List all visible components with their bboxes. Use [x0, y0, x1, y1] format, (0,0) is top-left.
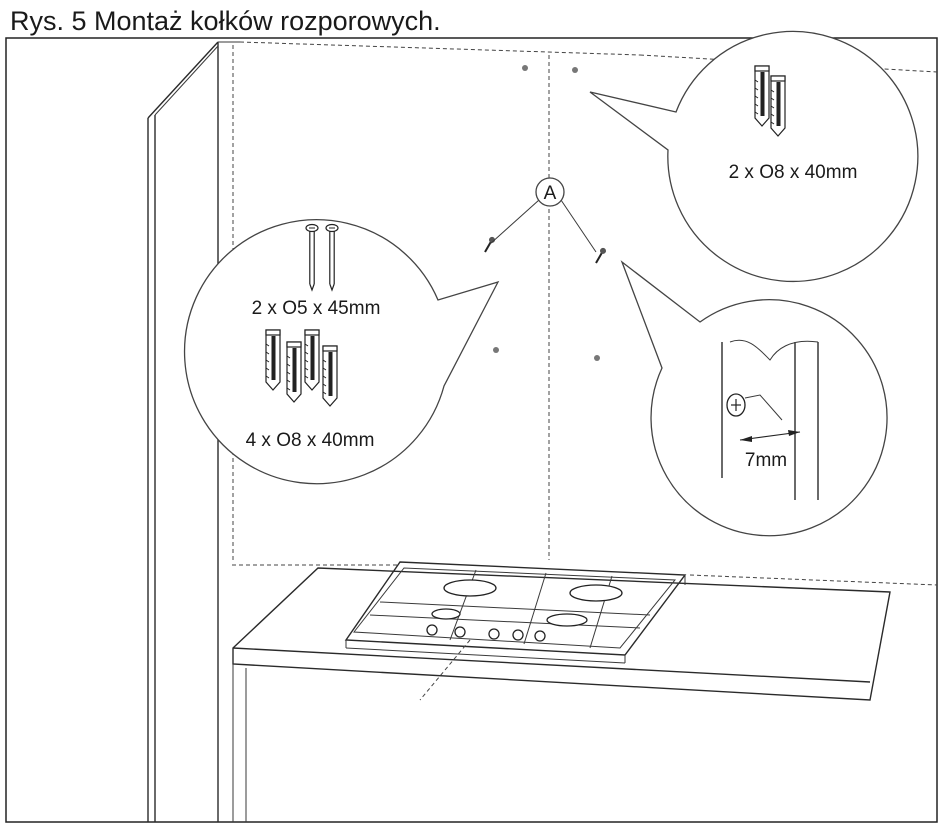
callout-left-plugs-label: 4 x O8 x 40mm — [246, 430, 375, 451]
guide-line — [419, 639, 471, 701]
wall-plug-icon — [286, 341, 302, 403]
marker-a: A — [535, 177, 565, 207]
callout-detail-label: 7mm — [745, 450, 787, 471]
figure-frame — [5, 37, 938, 823]
wall-plug-icon — [304, 329, 320, 391]
callout-detail: 7mm — [620, 260, 888, 537]
wall-plug-icon — [265, 329, 281, 391]
wall-plug-icon — [322, 345, 338, 407]
wall-plug-icon — [770, 75, 786, 137]
callout-left: 2 x O5 x 45mm 4 x O8 x 40mm — [183, 219, 500, 485]
figure-caption: Rys. 5 Montaż kołków rozporowych. — [10, 6, 441, 36]
marker-a-label: A — [544, 183, 557, 204]
measurement-7mm — [739, 430, 801, 442]
callout-top-right: 2 x O8 x 40mm — [589, 30, 919, 283]
wall-screws — [484, 236, 606, 264]
callout-top-right-label: 2 x O8 x 40mm — [729, 162, 858, 183]
screw-head-icon — [726, 393, 783, 421]
wall-holes — [493, 65, 600, 361]
worktop — [232, 567, 891, 822]
gas-hob — [344, 561, 687, 664]
marker-leaders — [489, 199, 597, 253]
callout-left-screws-label: 2 x O5 x 45mm — [252, 298, 381, 319]
wall-plug-icon — [754, 65, 770, 127]
